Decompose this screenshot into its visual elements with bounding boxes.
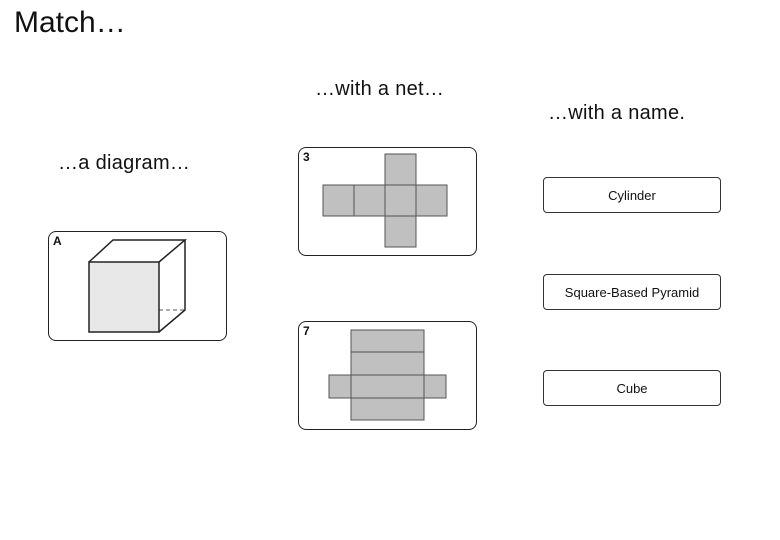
card-label-3: 3 [303,150,310,164]
cube-diagram-icon [88,239,188,333]
name-column-heading: …with a name. [548,102,686,124]
net-card-3[interactable]: 3 [298,147,477,256]
card-label-7: 7 [303,324,310,338]
diagram-card-a[interactable]: A [48,231,227,341]
card-label-a: A [53,234,62,248]
page-title: Match… [14,6,126,39]
name-card-square-based-pyramid[interactable]: Square-Based Pyramid [543,274,721,310]
cube-net-icon [322,153,448,248]
diagram-column-heading: …a diagram… [58,152,191,174]
name-card-cube[interactable]: Cube [543,370,721,406]
net-column-heading: …with a net… [315,78,445,100]
prism-net-icon [328,329,447,421]
net-card-7[interactable]: 7 [298,321,477,430]
name-card-cylinder[interactable]: Cylinder [543,177,721,213]
